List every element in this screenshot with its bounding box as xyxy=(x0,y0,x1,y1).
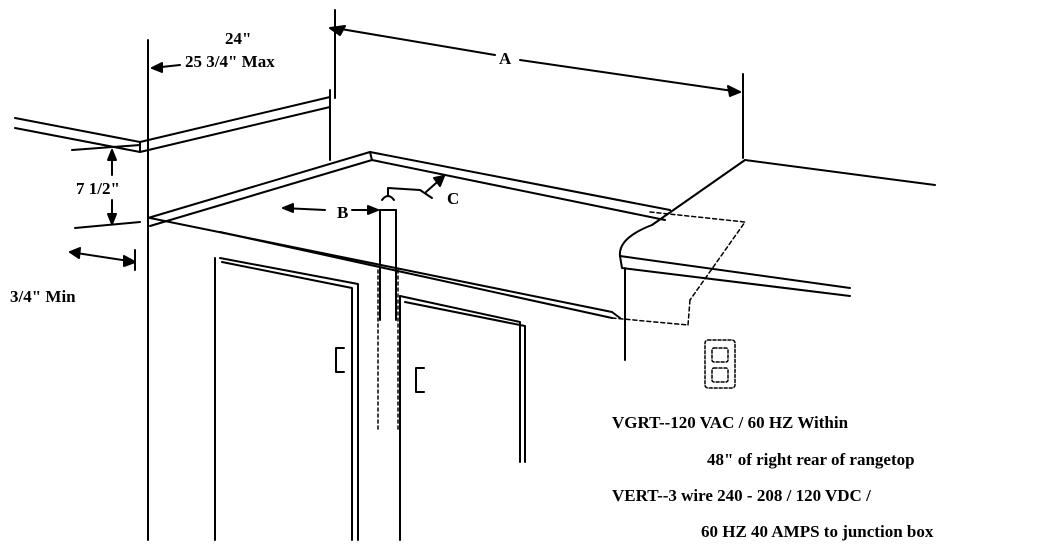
label-overhang-min: 3/4" Min xyxy=(10,287,76,306)
cutout-outline xyxy=(147,89,671,319)
right-countertop xyxy=(618,159,936,361)
cabinet-doors xyxy=(214,257,526,541)
gas-pipe xyxy=(379,187,433,321)
dimension-a-lines xyxy=(329,25,744,159)
label-dimension-c: C xyxy=(447,189,460,208)
note-vgrt-line1: VGRT--120 VAC / 60 HZ Within xyxy=(612,413,849,432)
note-vert-line1: VERT--3 wire 240 - 208 / 120 VDC / xyxy=(612,486,871,505)
dimension-overhang-lines xyxy=(69,247,136,271)
dimension-24-lines xyxy=(151,62,181,73)
note-vert-line2: 60 HZ 40 AMPS to junction box xyxy=(701,522,934,541)
dimension-height-lines xyxy=(71,144,141,229)
label-width-24: 24" xyxy=(225,29,252,48)
left-end-panel xyxy=(147,9,336,541)
left-countertop xyxy=(14,96,331,153)
label-height: 7 1/2" xyxy=(76,179,120,198)
dimension-c-lines xyxy=(425,175,445,193)
label-dimension-b: B xyxy=(337,203,349,222)
dimension-b-lines xyxy=(282,203,379,215)
dashed-cutout xyxy=(611,211,746,326)
label-width-max: 25 3/4" Max xyxy=(185,52,275,71)
note-vgrt-line2: 48" of right rear of rangetop xyxy=(707,450,915,469)
electrical-outlet-icon xyxy=(704,339,736,389)
dashed-pipe xyxy=(377,269,399,431)
label-dimension-a: A xyxy=(499,49,512,68)
